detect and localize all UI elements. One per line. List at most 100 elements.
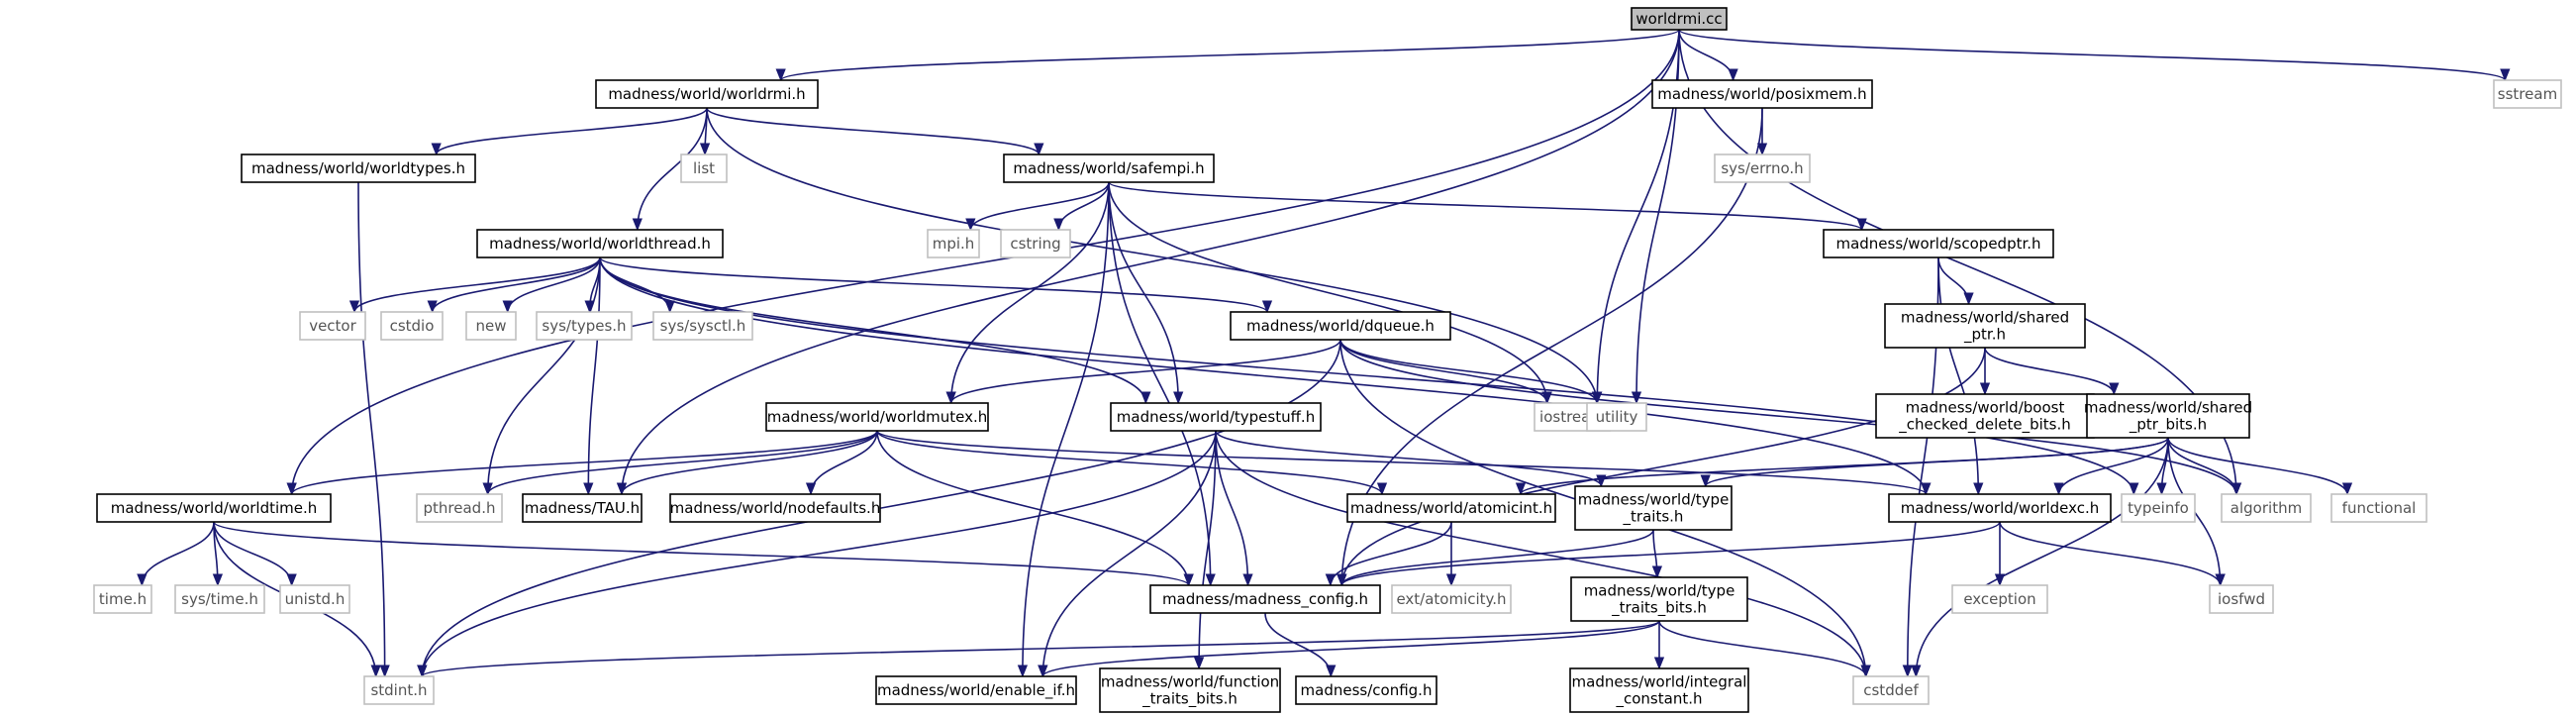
node-type-traits-bits[interactable]: madness/world/type_traits_bits.h — [1570, 576, 1748, 622]
edge-worldmutex-to-pthread — [482, 430, 878, 496]
node-cstddef: cstddef — [1852, 675, 1930, 705]
node-box — [476, 229, 724, 258]
edge-worldrmi-cc-to-worldtime — [286, 29, 1680, 496]
node-label: _ptr_bits.h — [2129, 416, 2207, 435]
node-typeinfo: typeinfo — [2121, 493, 2196, 523]
node-label: list — [693, 159, 715, 177]
node-scopedptr[interactable]: madness/world/scopedptr.h — [1823, 229, 2054, 258]
node-label: unistd.h — [285, 590, 346, 608]
node-box — [1099, 667, 1281, 713]
node-typestuff[interactable]: madness/world/typestuff.h — [1110, 402, 1322, 432]
node-box — [1884, 303, 2086, 349]
edge-worldrmi-cc-to-tau — [616, 29, 1680, 496]
edge-worldmutex-to-madness-config — [876, 430, 1194, 587]
node-label: madness/world/enable_if.h — [877, 681, 1075, 700]
node-function-traits[interactable]: madness/world/function_traits_bits.h — [1099, 667, 1281, 713]
edge-worldthread-to-new — [502, 256, 601, 314]
node-boost-del[interactable]: madness/world/boost_checked_delete_bits.… — [1875, 393, 2095, 439]
edge-type-traits-to-madness-config — [1337, 529, 1654, 587]
edge-worldmutex-to-worldexc — [876, 430, 1932, 496]
node-worldtypes[interactable]: madness/world/worldtypes.h — [241, 153, 476, 183]
node-label: cstddef — [1863, 681, 1919, 699]
edge-type-traits-bits-to-enable-if — [1038, 620, 1660, 678]
edge-worldrmi-h-to-worldtypes — [431, 107, 708, 156]
node-shared-ptr[interactable]: madness/world/shared_ptr.h — [1884, 303, 2086, 349]
node-label: madness/world/type — [1584, 582, 1735, 600]
edge-worldthread-to-tau — [583, 256, 601, 496]
node-label: madness/TAU.h — [525, 499, 640, 517]
node-box — [1823, 229, 2054, 258]
node-box — [1000, 229, 1071, 258]
node-label: madness/world/function — [1101, 673, 1279, 691]
node-config[interactable]: madness/config.h — [1295, 675, 1437, 705]
node-nodefaults[interactable]: madness/world/nodefaults.h — [669, 493, 881, 523]
edge-worldmutex-to-tau — [616, 430, 878, 496]
node-label: madness/world/typestuff.h — [1117, 408, 1315, 426]
node-box — [1586, 402, 1647, 432]
node-type-traits[interactable]: madness/world/type_traits.h — [1574, 485, 1733, 531]
node-label: _ptr.h — [1963, 326, 2006, 345]
node-box — [522, 493, 643, 523]
node-box — [875, 675, 1077, 705]
node-worldmutex[interactable]: madness/world/worldmutex.h — [765, 402, 989, 432]
edge-worldthread-to-syssysctl — [599, 256, 675, 314]
node-enable-if[interactable]: madness/world/enable_if.h — [875, 675, 1077, 705]
node-worldthread[interactable]: madness/world/worldthread.h — [476, 229, 724, 258]
node-box — [1149, 584, 1381, 614]
edge-safempi-to-typestuff — [1108, 181, 1184, 405]
node-label: cstdio — [390, 317, 435, 335]
edge-safempi-to-madness-config — [1108, 181, 1216, 587]
node-box — [1875, 393, 2095, 439]
node-label: functional — [2342, 499, 2417, 517]
node-worldrmi-cc[interactable]: worldrmi.cc — [1631, 7, 1728, 31]
edge-worldtime-to-madness-config — [213, 521, 1194, 587]
node-label: madness/world/boost — [1906, 399, 2065, 417]
node-list: list — [680, 153, 728, 183]
node-timeh: time.h — [93, 584, 152, 614]
node-label: madness/madness_config.h — [1162, 590, 1368, 609]
edge-dqueue-to-worldmutex — [945, 339, 1341, 405]
node-stdint: stdint.h — [363, 675, 435, 705]
node-unistd: unistd.h — [279, 584, 350, 614]
edge-typestuff-to-enable-if — [1038, 430, 1217, 678]
node-label: madness/world/type — [1578, 491, 1730, 509]
node-integral-constant[interactable]: madness/world/integral_constant.h — [1569, 667, 1749, 713]
node-box — [93, 584, 152, 614]
node-box — [1391, 584, 1512, 614]
node-label: _traits_bits.h — [1141, 690, 1238, 709]
node-safempi[interactable]: madness/world/safempi.h — [1003, 153, 1215, 183]
node-cstdio: cstdio — [380, 311, 444, 341]
node-atomicint[interactable]: madness/world/atomicint.h — [1346, 493, 1556, 523]
edge-dqueue-to-iostream — [1339, 339, 1552, 405]
edge-worldrmi-cc-to-worldrmi-h — [775, 29, 1680, 82]
node-label: _traits.h — [1623, 508, 1684, 527]
node-label: madness/config.h — [1301, 681, 1433, 699]
node-label: time.h — [99, 590, 147, 608]
node-shared-ptr-bits[interactable]: madness/world/shared_ptr_bits.h — [2084, 393, 2252, 439]
node-worldtime[interactable]: madness/world/worldtime.h — [96, 493, 332, 523]
node-box — [279, 584, 350, 614]
node-box — [299, 311, 366, 341]
node-madness-config[interactable]: madness/madness_config.h — [1149, 584, 1381, 614]
node-label: madness/world/shared — [2084, 399, 2252, 417]
node-label: madness/world/integral — [1572, 673, 1747, 691]
node-label: iosfwd — [2218, 590, 2265, 608]
edge-typestuff-to-function-traits — [1193, 430, 1217, 670]
edge-worldthread-to-cstdio — [427, 256, 601, 314]
edge-shared-ptr-bits-to-type-traits — [1700, 437, 2169, 488]
node-box — [2209, 584, 2274, 614]
edge-worldmutex-to-atomicint — [876, 430, 1387, 496]
node-label: sys/sysctl.h — [660, 317, 746, 335]
node-box — [1569, 667, 1749, 713]
edge-worldrmi-cc-to-sstream — [1678, 29, 2511, 82]
node-posixmem[interactable]: madness/world/posixmem.h — [1651, 79, 1873, 109]
node-worldexc[interactable]: madness/world/worldexc.h — [1888, 493, 2112, 523]
edge-safempi-to-scopedptr — [1108, 181, 1867, 232]
edge-scopedptr-to-shared-ptr — [1937, 256, 1974, 306]
node-worldrmi-h[interactable]: madness/world/worldrmi.h — [595, 79, 819, 109]
node-tau[interactable]: madness/TAU.h — [522, 493, 643, 523]
node-box — [380, 311, 444, 341]
node-dqueue[interactable]: madness/world/dqueue.h — [1230, 311, 1451, 341]
node-box — [652, 311, 753, 341]
